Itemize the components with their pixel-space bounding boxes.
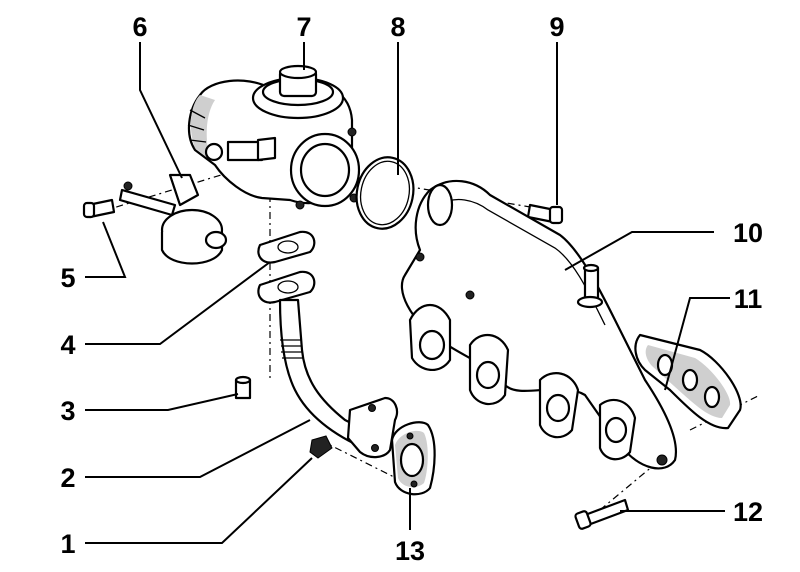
callout-9: 9 [549,12,564,42]
callout-labels: 6 7 8 9 10 11 12 5 4 3 2 1 13 [60,12,763,566]
egr-valve-part [187,64,361,210]
leader-lines [85,42,730,544]
callout-8: 8 [390,12,405,42]
callout-4: 4 [60,330,75,360]
callout-10: 10 [733,218,763,248]
vacuum-actuator-part [118,173,228,265]
callout-11: 11 [734,284,763,314]
intake-manifold-part-10 [400,179,678,470]
manifold-gasket-part-11 [634,333,742,430]
o-ring-part [355,156,415,230]
callout-12: 12 [733,497,763,527]
callout-5: 5 [60,263,75,293]
bolt-part-9 [526,203,564,225]
bolt-part-3 [234,375,252,400]
egr-pipe-part-2 [278,298,399,459]
callout-13: 13 [395,536,425,566]
callout-7: 7 [296,12,311,42]
gasket-part-13 [390,421,436,496]
bolt-part-5 [82,198,116,219]
callout-2: 2 [60,463,75,493]
gasket-part-4 [257,230,316,304]
nut-part-1 [309,435,333,459]
callout-6: 6 [132,12,147,42]
callout-1: 1 [60,529,75,559]
bolt-part-12 [574,498,630,530]
callout-3: 3 [60,396,75,426]
